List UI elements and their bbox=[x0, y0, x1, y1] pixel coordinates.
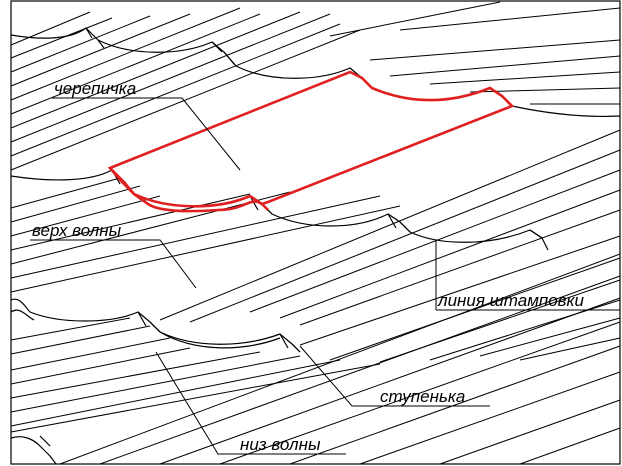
label-stamping-line: линия штамповки bbox=[437, 291, 585, 310]
leader-lines bbox=[30, 97, 620, 455]
wave-row-2 bbox=[10, 169, 549, 251]
wave-row-4 bbox=[10, 435, 57, 465]
frame bbox=[10, 0, 621, 465]
wave-profiles bbox=[10, 27, 621, 465]
label-step: ступенька bbox=[380, 387, 465, 406]
wave-row-1b bbox=[85, 27, 513, 107]
label-wave-top: верх волны bbox=[32, 221, 122, 240]
sheet-lines bbox=[10, 1, 621, 465]
highlighted-tile-wave bbox=[109, 167, 269, 211]
wave-row-3b bbox=[10, 309, 301, 353]
wave-row-1 bbox=[10, 27, 621, 117]
highlighted-tile bbox=[107, 70, 515, 213]
label-wave-bottom: низ волны bbox=[240, 435, 321, 454]
wave-row-2b bbox=[111, 169, 543, 239]
label-tile: черепичка bbox=[54, 79, 136, 98]
wave-row-3 bbox=[10, 298, 301, 353]
